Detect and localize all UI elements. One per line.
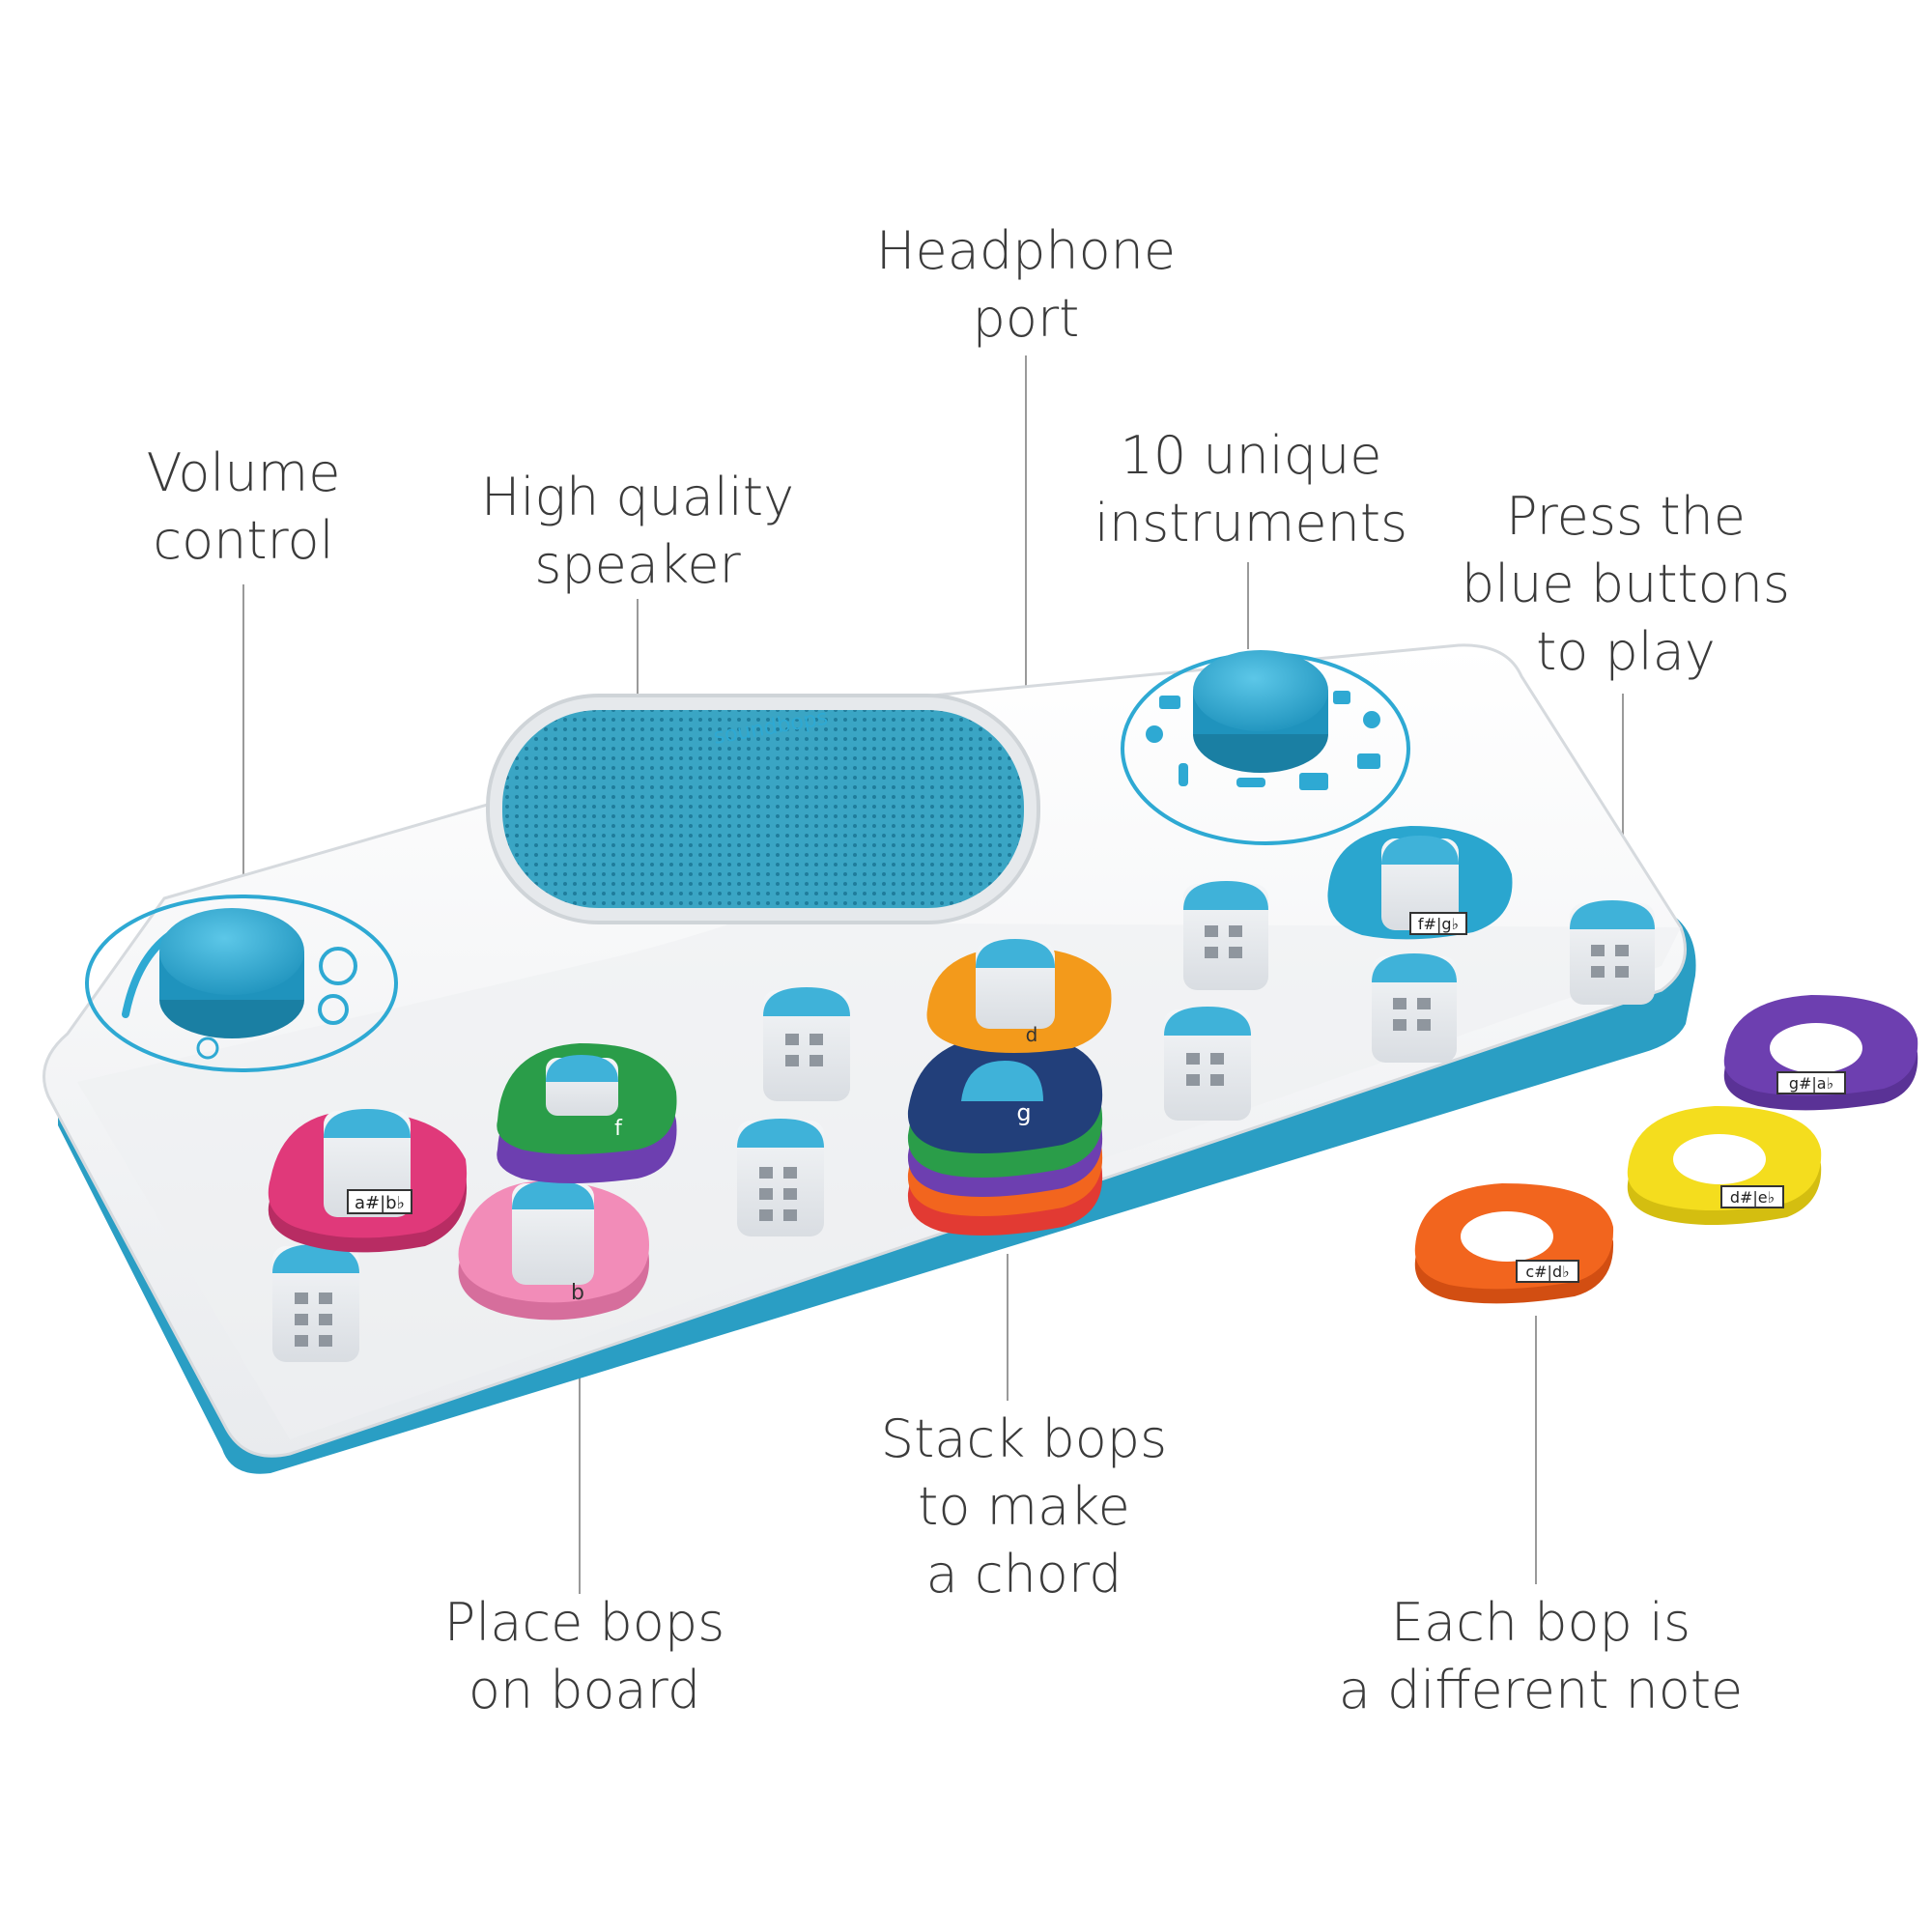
bop-green-stack[interactable]: f bbox=[497, 1043, 677, 1183]
power-icon bbox=[196, 1037, 219, 1060]
callout-text: to make bbox=[918, 1476, 1130, 1537]
loose-bop-label-purple: g#|a♭ bbox=[1789, 1074, 1833, 1093]
callout-volume-control: Volume control bbox=[147, 440, 341, 575]
callout-leader-lines bbox=[242, 355, 1624, 1594]
bop-label-green: f bbox=[614, 1117, 623, 1141]
key-button bbox=[272, 1244, 359, 1362]
callout-text: 10 unique bbox=[1120, 425, 1382, 486]
callout-instruments: 10 unique instruments bbox=[1094, 422, 1407, 557]
bop-pink-dark[interactable]: a#|b♭ bbox=[268, 1109, 468, 1253]
callout-text: High quality bbox=[480, 467, 795, 527]
callout-text: Each bop is bbox=[1390, 1592, 1691, 1653]
callout-text: instruments bbox=[1094, 493, 1408, 554]
bop-label-navy: g bbox=[1016, 1099, 1031, 1126]
soundbops-board: soundbops bbox=[43, 643, 1696, 1474]
key-button bbox=[1570, 900, 1655, 1005]
callout-text: port bbox=[972, 288, 1080, 349]
callout-text: a chord bbox=[925, 1544, 1122, 1605]
callout-place-bops: Place bops on board bbox=[444, 1589, 724, 1724]
speaker-grille bbox=[502, 710, 1024, 908]
callout-text: speaker bbox=[534, 534, 741, 595]
bop-orange[interactable]: d bbox=[926, 939, 1112, 1053]
callout-text: Headphone bbox=[875, 220, 1177, 281]
callout-headphone-port: Headphone port bbox=[876, 217, 1176, 353]
board-keys[interactable] bbox=[272, 881, 1655, 1362]
bop-teal[interactable]: f#|g♭ bbox=[1327, 826, 1513, 940]
bop-label-teal: f#|g♭ bbox=[1418, 915, 1459, 933]
callout-text: Place bops bbox=[443, 1592, 725, 1653]
key-button bbox=[1183, 881, 1268, 990]
loose-bop-label-yellow: d#|e♭ bbox=[1730, 1188, 1775, 1207]
callout-text: to play bbox=[1536, 621, 1716, 682]
callout-speaker: High quality speaker bbox=[481, 464, 794, 599]
bop-chord-stack[interactable]: g bbox=[907, 1034, 1103, 1236]
callout-each-bop: Each bop is a different note bbox=[1339, 1589, 1743, 1724]
callout-text: Volume bbox=[146, 442, 341, 503]
loose-bop-yellow[interactable]: d#|e♭ bbox=[1627, 1106, 1822, 1226]
instrument-icons bbox=[1146, 691, 1380, 790]
key-button bbox=[1164, 1007, 1251, 1121]
bop-label-pink-light: b bbox=[571, 1281, 584, 1305]
speaker: soundbops bbox=[486, 694, 1040, 924]
callout-text: control bbox=[153, 510, 334, 571]
board-shelf-shadow bbox=[77, 923, 1681, 1439]
callout-press-buttons: Press the blue buttons to play bbox=[1462, 483, 1790, 686]
loose-bop-orange[interactable]: c#|d♭ bbox=[1414, 1183, 1614, 1304]
bop-pink-light[interactable]: b bbox=[458, 1180, 649, 1321]
callout-text: Stack bops bbox=[880, 1408, 1168, 1469]
loose-bop-purple[interactable]: g#|a♭ bbox=[1723, 995, 1918, 1111]
callout-text: Press the bbox=[1506, 486, 1746, 547]
callout-stack-bops: Stack bops to make a chord bbox=[881, 1406, 1167, 1608]
loose-bop-label-orange: c#|d♭ bbox=[1525, 1263, 1569, 1281]
volume-control-knob[interactable] bbox=[85, 895, 398, 1072]
key-button bbox=[763, 987, 850, 1101]
instrument-selector-knob[interactable] bbox=[1121, 650, 1410, 845]
callout-text: blue buttons bbox=[1461, 554, 1791, 614]
key-button bbox=[1372, 953, 1457, 1063]
callout-text: on board bbox=[468, 1660, 701, 1720]
bop-label-orange: d bbox=[1026, 1023, 1038, 1046]
callout-text: a different note bbox=[1338, 1660, 1744, 1720]
key-button bbox=[737, 1119, 824, 1236]
bop-label-pink-dark: a#|b♭ bbox=[355, 1193, 405, 1213]
